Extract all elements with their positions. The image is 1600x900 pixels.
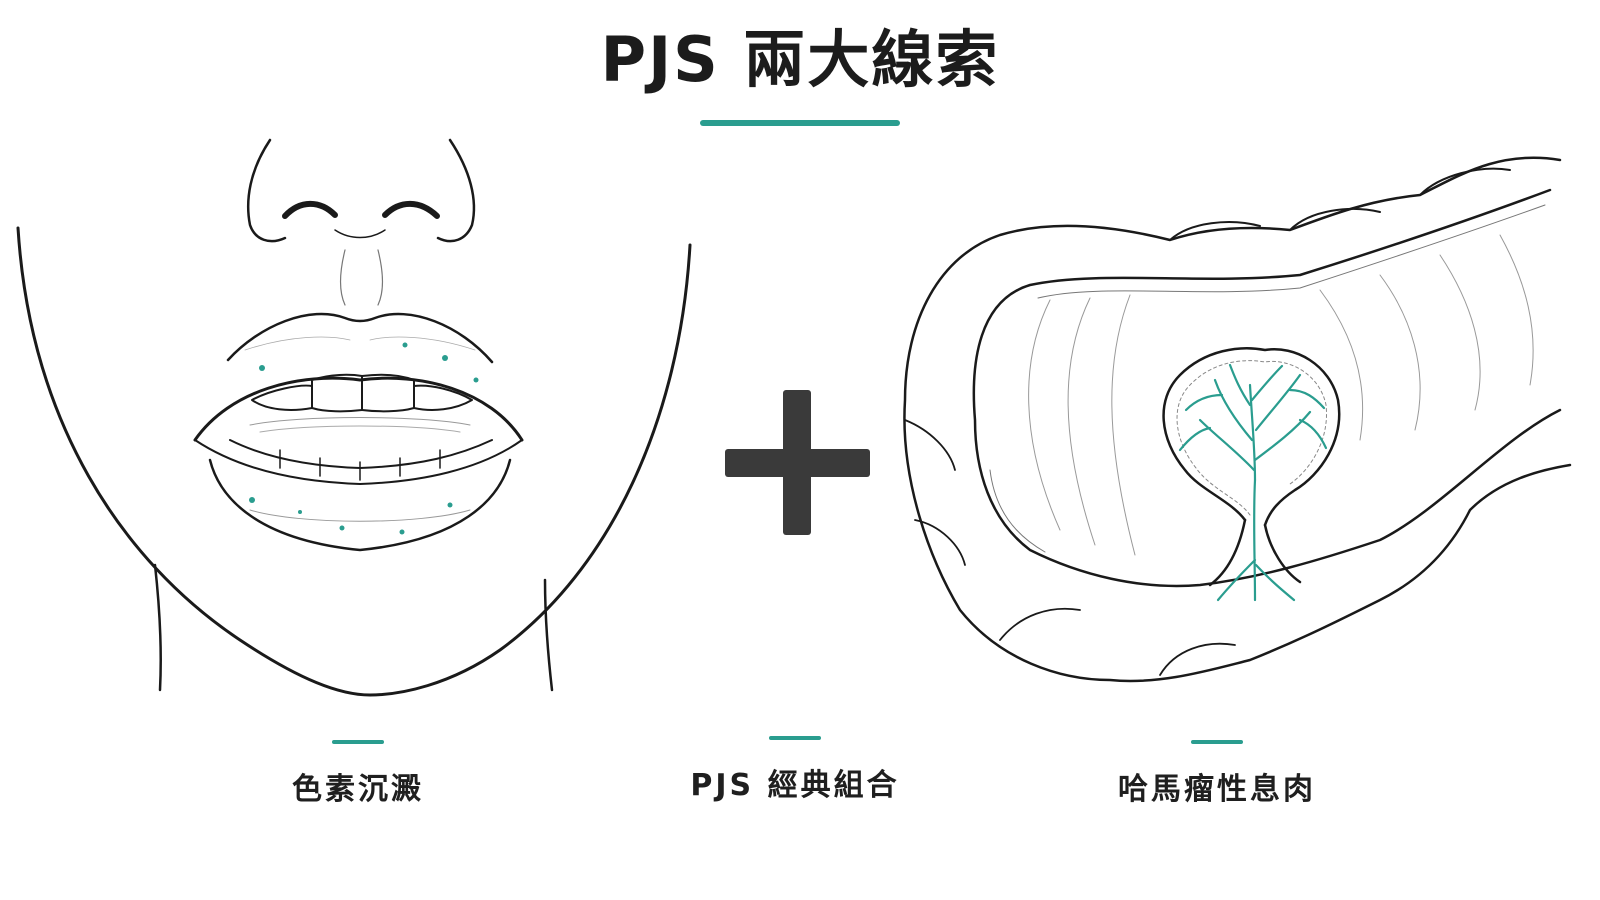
label-text: 哈馬瘤性息肉 [1118, 772, 1316, 807]
label-accent-bar [1191, 740, 1243, 744]
label-accent-bar [769, 736, 821, 740]
label-accent-bar [332, 740, 384, 744]
title-underline [700, 120, 900, 126]
page-title: PJS 兩大線索 [600, 23, 1000, 96]
polyp-branching [1178, 363, 1328, 602]
intestine-illustration [903, 156, 1572, 683]
label-combination: PJS 經典組合 [595, 736, 995, 804]
pigment-dots [249, 342, 479, 535]
label-text: 色素沉澱 [292, 772, 424, 807]
plus-icon [725, 390, 870, 535]
face-illustration [16, 138, 692, 697]
label-hamartomatous-polyp: 哈馬瘤性息肉 [1017, 740, 1417, 808]
label-pigmentation: 色素沉澱 [158, 740, 558, 808]
label-text: PJS 經典組合 [690, 768, 900, 803]
